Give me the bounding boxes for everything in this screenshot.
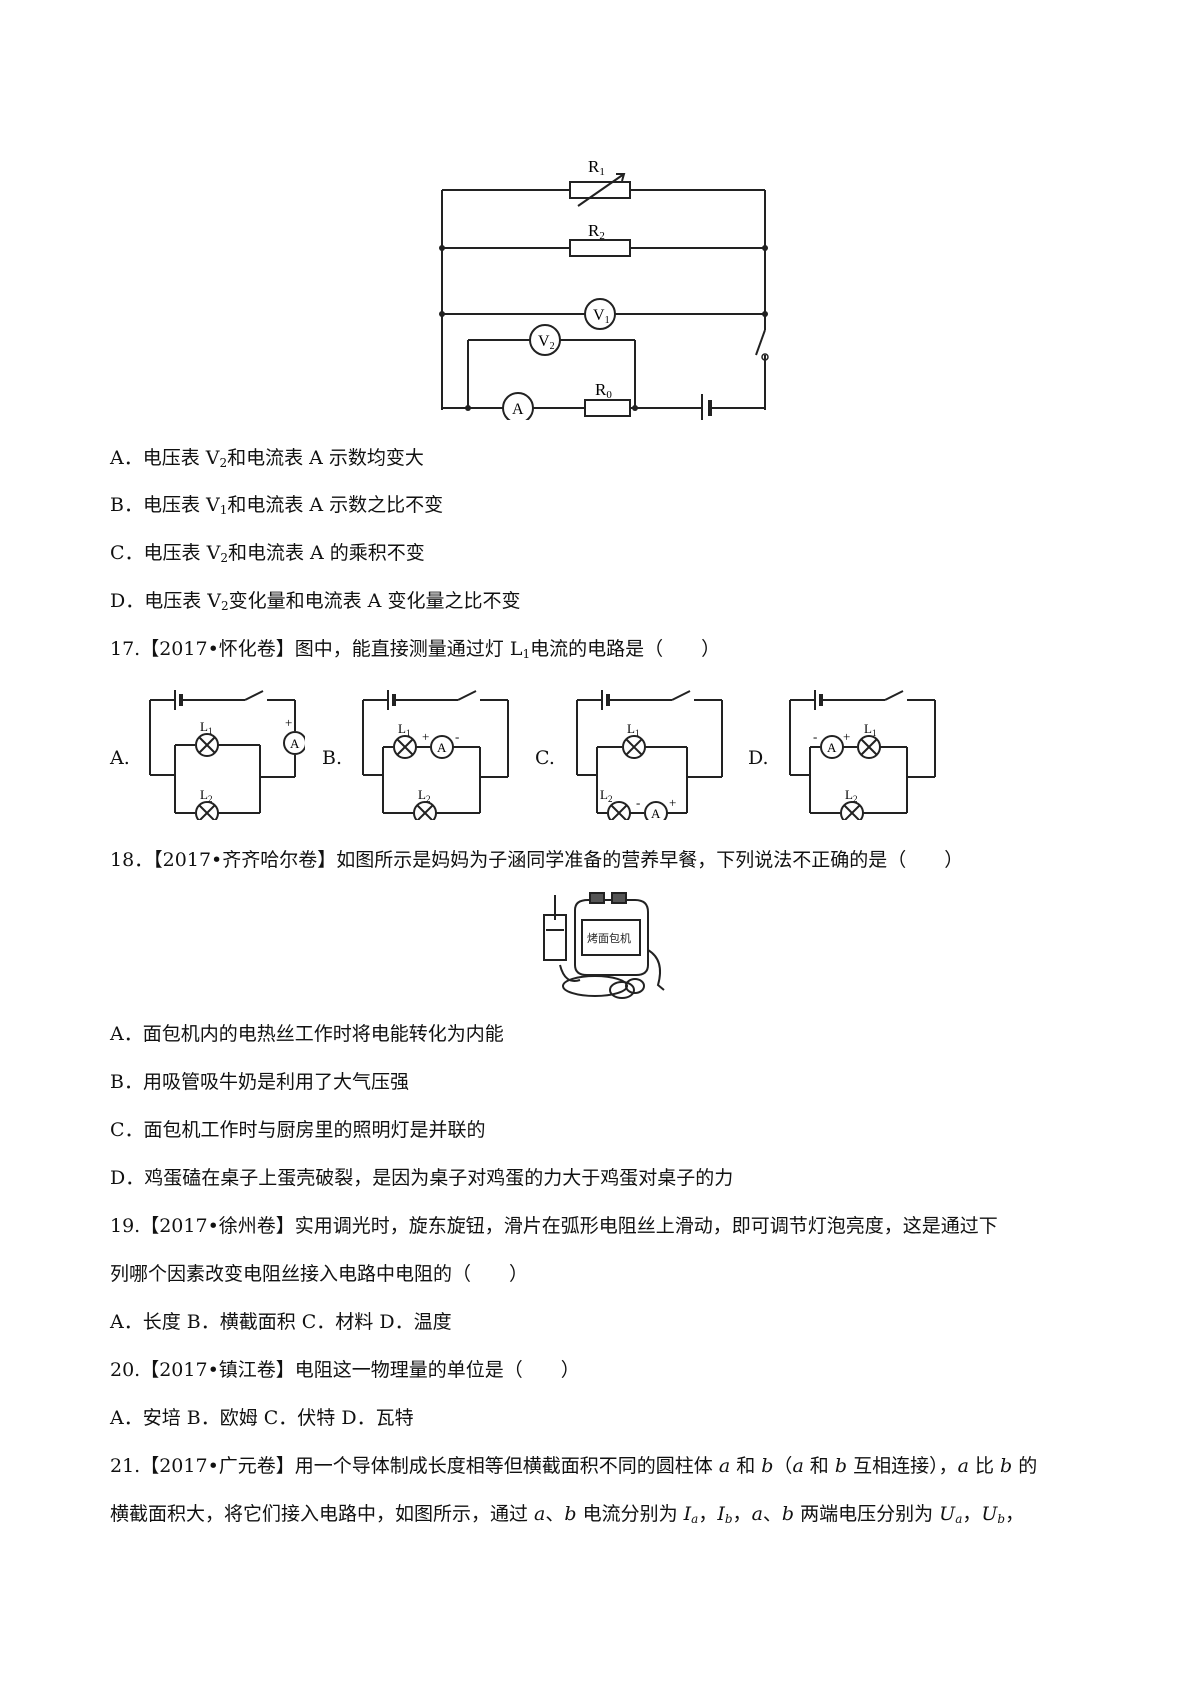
svg-text:L2: L2 [845,787,857,804]
svg-text:L1: L1 [864,721,876,738]
q19-stem-line2: 列哪个因素改变电阻丝接入电路中电阻的（ ） [110,1263,529,1285]
q20-stem: 20.【2017•镇江卷】电阻这一物理量的单位是（ ） [110,1359,580,1381]
q19-options: A．长度 B．横截面积 C．材料 D．温度 [110,1311,452,1333]
svg-text:+: + [422,729,429,744]
svg-text:L2: L2 [418,787,430,804]
svg-text:-: - [636,795,640,810]
q17-stem: 17.【2017•怀化卷】图中，能直接测量通过灯 L1电流的电路是（ ） [110,638,721,661]
q19-stem-line1: 19.【2017•徐州卷】实用调光时，旋东旋钮，滑片在弧形电阻丝上滑动，即可调节… [110,1215,998,1237]
r0-label: R0 [595,380,612,401]
q20-options: A．安培 B．欧姆 C．伏特 D．瓦特 [110,1407,414,1429]
svg-text:-: - [813,729,817,744]
q17-circuit-b: A + - L1 L2 [362,690,509,820]
q16-option-d: D．电压表 V2变化量和电流表 A 变化量之比不变 [110,590,521,613]
svg-text:+: + [843,729,850,744]
q17-option-c-label: C. [535,747,555,769]
svg-text:-: - [455,729,459,744]
svg-text:+: + [285,715,292,730]
svg-text:L2: L2 [200,787,212,804]
q18-option-c: C．面包机工作时与厨房里的照明灯是并联的 [110,1119,486,1141]
q16-option-b: B．电压表 V1和电流表 A 示数之比不变 [110,494,444,517]
v1-label: V1 [593,307,610,326]
q18-stem: 18．【2017•齐齐哈尔卷】如图所示是妈妈为子涵同学准备的营养早餐，下列说法不… [110,849,964,871]
q17-option-b-label: B. [322,747,343,769]
q18-option-a: A．面包机内的电热丝工作时将电能转化为内能 [110,1023,504,1045]
q21-line1: 21.【2017•广元卷】用一个导体制成长度相等但横截面积不同的圆柱体 a 和 … [110,1455,1038,1477]
q18-option-d: D．鸡蛋磕在桌子上蛋壳破裂，是因为桌子对鸡蛋的力大于鸡蛋对桌子的力 [110,1167,734,1189]
r2-label: R2 [588,221,605,242]
q21-line2: 横截面积大，将它们接入电路中，如图所示，通过 a、b 电流分别为 Ia，Ib，a… [110,1503,1025,1526]
svg-text:L2: L2 [600,787,612,804]
q16-option-c: C．电压表 V2和电流表 A 的乘积不变 [110,542,425,565]
ammeter-label: A [512,401,524,418]
svg-text:L1: L1 [627,721,639,738]
breakfast-toaster-illustration: 烤面包机 [543,892,665,999]
q17-circuit-d: A - + L1 L2 [789,690,936,820]
v2-label: V2 [538,333,555,352]
q17-option-d-label: D. [748,747,769,769]
svg-text:A: A [290,736,300,751]
svg-text:L1: L1 [398,721,410,738]
svg-text:L1: L1 [200,719,212,736]
svg-text:烤面包机: 烤面包机 [587,931,631,945]
main-circuit-diagram: R1 R2 V1 V2 A R0 [439,157,769,420]
q18-option-b: B．用吸管吸牛奶是利用了大气压强 [110,1071,409,1093]
q17-option-a-label: A. [110,747,130,769]
q17-circuit-a: A + L1 L2 [149,690,305,820]
r1-label: R1 [588,157,605,178]
svg-text:A: A [651,806,661,820]
svg-text:+: + [669,795,676,810]
svg-text:A: A [827,740,837,755]
q17-circuit-c: A - + L1 L2 [576,690,723,820]
svg-text:A: A [437,740,447,755]
q16-option-a: A．电压表 V2和电流表 A 示数均变大 [110,447,424,470]
